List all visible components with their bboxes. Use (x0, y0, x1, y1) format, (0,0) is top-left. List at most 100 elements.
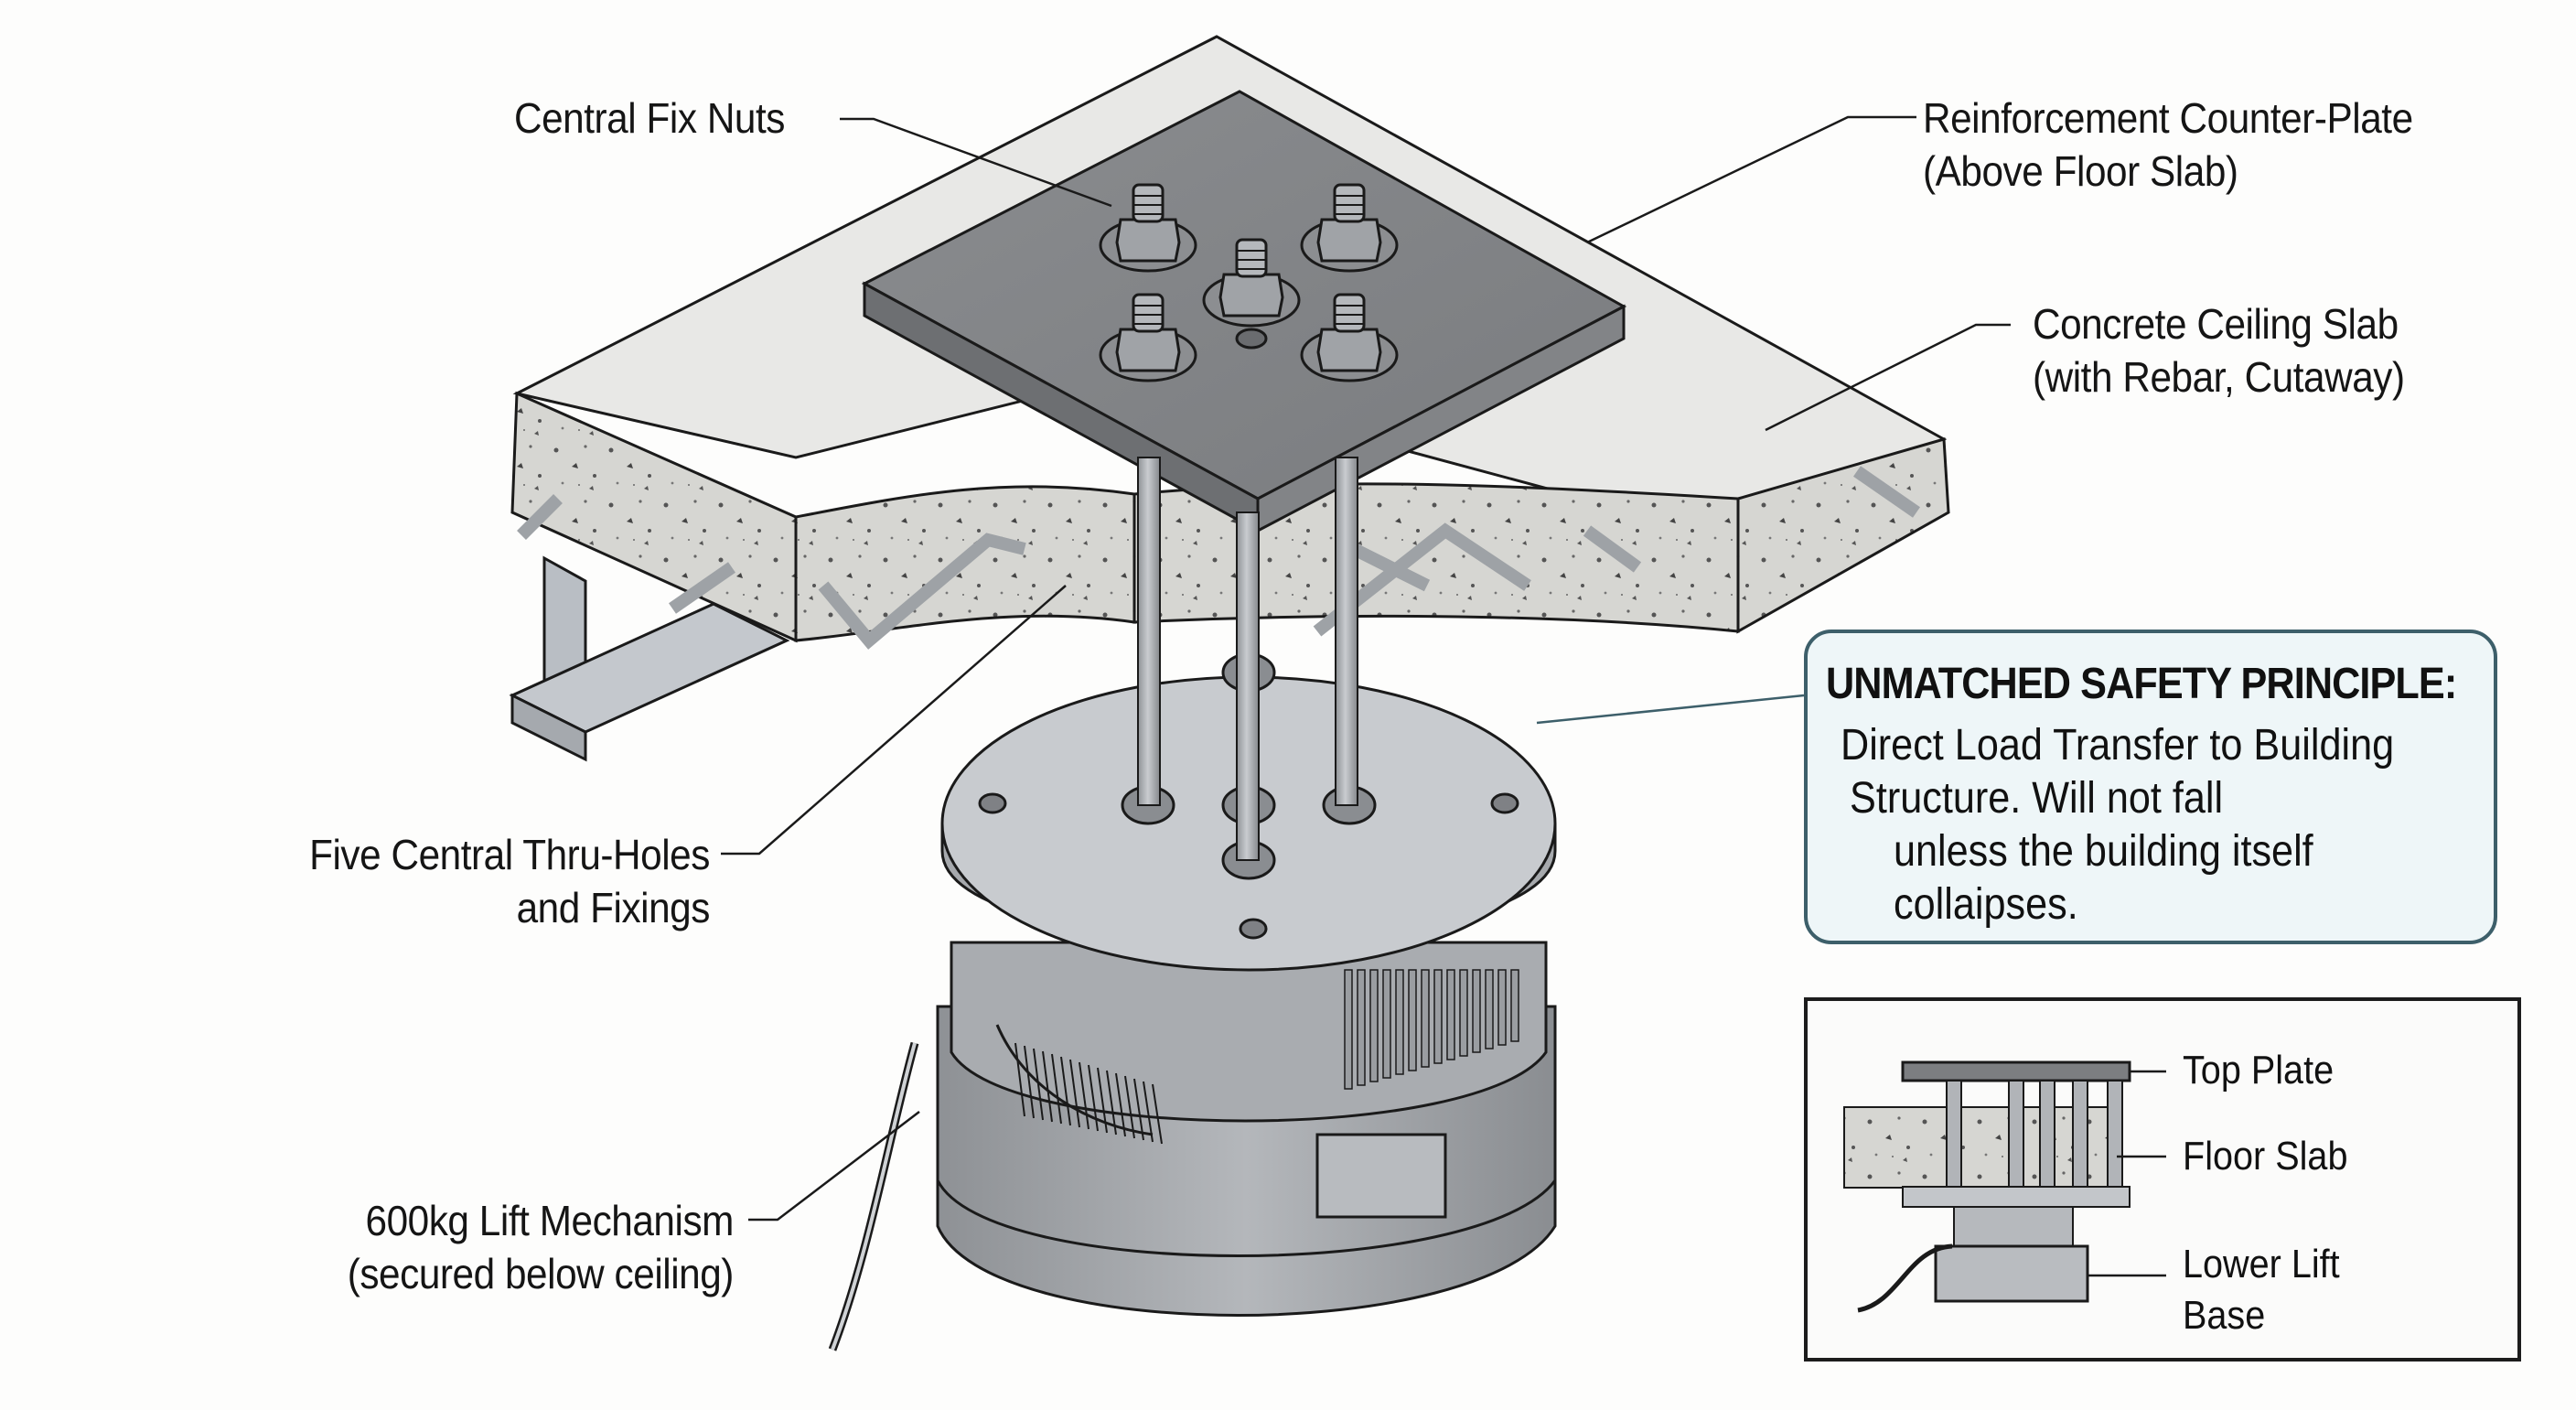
winch-coil (1014, 1042, 1163, 1145)
nut-body (1115, 328, 1181, 372)
inset-rod (2107, 1080, 2123, 1188)
fin (1446, 969, 1455, 1060)
nut-body (1316, 328, 1382, 372)
fin (1369, 969, 1379, 1082)
fin (1395, 969, 1404, 1075)
disc-bolt-hole (1490, 792, 1519, 814)
fin (1421, 969, 1430, 1068)
leader-lift-mechanism (748, 1111, 920, 1222)
leader-counter-plate (1586, 115, 1916, 244)
coil-wrap (1014, 1042, 1025, 1117)
bolt-thread (1333, 183, 1366, 223)
fin (1344, 969, 1353, 1090)
label-line: 600kg Lift Mechanism (365, 1197, 735, 1244)
coil-wrap (1152, 1083, 1163, 1145)
hex-nut (1202, 238, 1301, 328)
fin (1357, 969, 1366, 1086)
lift-mechanism (828, 941, 1557, 1351)
leader-thru-holes (721, 585, 1067, 856)
bolt-thread (1132, 183, 1165, 223)
central-fix-nuts (1099, 183, 1399, 382)
coil-wrap (1079, 1061, 1089, 1130)
coil-wrap (1024, 1045, 1035, 1119)
label-central-fix-nuts: Central Fix Nuts (514, 91, 785, 145)
leader-lines (721, 115, 2011, 1222)
leader-ceiling-slab (1765, 323, 2011, 432)
inset-lower-lift-base (1934, 1244, 2089, 1303)
hex-nut (1099, 293, 1197, 382)
coil-wrap (1124, 1075, 1135, 1139)
hex-nut (1300, 293, 1399, 382)
fin (1408, 969, 1417, 1071)
callout-line: unless the building itself (1894, 827, 2313, 876)
coil-wrap (1097, 1067, 1108, 1134)
bolt-thread (1333, 293, 1366, 333)
fin (1459, 969, 1468, 1057)
coil-wrap (1143, 1081, 1154, 1143)
steel-i-beam (509, 555, 790, 762)
coil-wrap (1106, 1070, 1117, 1136)
label-line: (with Rebar, Cutaway) (2033, 353, 2405, 401)
inset-side-view: Top Plate Floor Slab Lower Lift Base (1804, 997, 2521, 1362)
label-line: (Above Floor Slab) (1923, 147, 2238, 195)
coil-wrap (1033, 1048, 1044, 1121)
callout-line: collaipses. (1894, 880, 2078, 929)
leader-central-fix-nuts (840, 117, 1112, 208)
coil-wrap (1069, 1059, 1080, 1128)
nut-body (1218, 273, 1284, 318)
fin (1485, 969, 1494, 1049)
plate-center-hole (1235, 328, 1268, 350)
label-line: Reinforcement Counter-Plate (1923, 94, 2413, 142)
inset-top-plate (1901, 1060, 2131, 1082)
nut-body (1316, 218, 1382, 263)
inset-cable (1857, 1243, 1953, 1313)
disc-bolt-hole (978, 792, 1007, 814)
callout-line: Structure. Will not fall (1850, 774, 2224, 823)
safety-callout-box: UNMATCHED SAFETY PRINCIPLE: Direct Load … (1804, 630, 2497, 944)
label-ceiling-slab: Concrete Ceiling Slab (with Rebar, Cutaw… (2033, 297, 2405, 404)
fin (1433, 969, 1443, 1064)
callout-line: Direct Load Transfer to Building (1841, 721, 2395, 770)
leader-callout (1536, 694, 1805, 725)
coil-wrap (1042, 1050, 1053, 1123)
label-line: Five Central Thru-Holes (309, 831, 710, 878)
inset-mount-plate (1902, 1186, 2131, 1208)
label-line: Concrete Ceiling Slab (2033, 300, 2399, 348)
threaded-rods-front (1137, 457, 1358, 861)
bolt-thread (1132, 293, 1165, 333)
hex-nut (1099, 183, 1197, 273)
coil-wrap (1088, 1064, 1099, 1132)
motor-coil (995, 1024, 1154, 1136)
nut-body (1115, 218, 1181, 263)
label-line: and Fixings (516, 884, 711, 931)
inset-rod (2039, 1080, 2055, 1188)
fin (1510, 969, 1519, 1042)
inset-illustration (1843, 1060, 2166, 1313)
label-line: Lower Lift (2183, 1242, 2340, 1286)
inset-label-lower-lift-base: Lower Lift Base (2183, 1239, 2340, 1341)
label-thru-holes: Five Central Thru-Holes and Fixings (309, 828, 710, 934)
inset-rod (2072, 1080, 2088, 1188)
inset-rod (2008, 1080, 2024, 1188)
disc-bolt-hole (1239, 918, 1268, 940)
fin (1497, 969, 1507, 1046)
label-line: (secured below ceiling) (347, 1250, 735, 1297)
fin (1382, 969, 1391, 1079)
coil-wrap (1051, 1053, 1062, 1125)
coil-wrap (1060, 1056, 1071, 1126)
inset-label-top-plate: Top Plate (2183, 1048, 2334, 1092)
rebar-stubs (517, 466, 1920, 650)
callout-title: UNMATCHED SAFETY PRINCIPLE: (1826, 660, 2457, 708)
label-text: Central Fix Nuts (514, 94, 786, 142)
coil-wrap (1115, 1072, 1126, 1137)
power-cable (831, 1042, 917, 1351)
heatsink-fins (1344, 969, 1519, 1090)
inset-label-floor-slab: Floor Slab (2183, 1134, 2348, 1179)
label-lift-mechanism: 600kg Lift Mechanism (secured below ceil… (347, 1194, 735, 1300)
label-line: Base (2183, 1293, 2266, 1338)
coil-wrap (1133, 1078, 1144, 1141)
label-counter-plate: Reinforcement Counter-Plate (Above Floor… (1923, 91, 2413, 198)
bolt-thread (1235, 238, 1268, 278)
